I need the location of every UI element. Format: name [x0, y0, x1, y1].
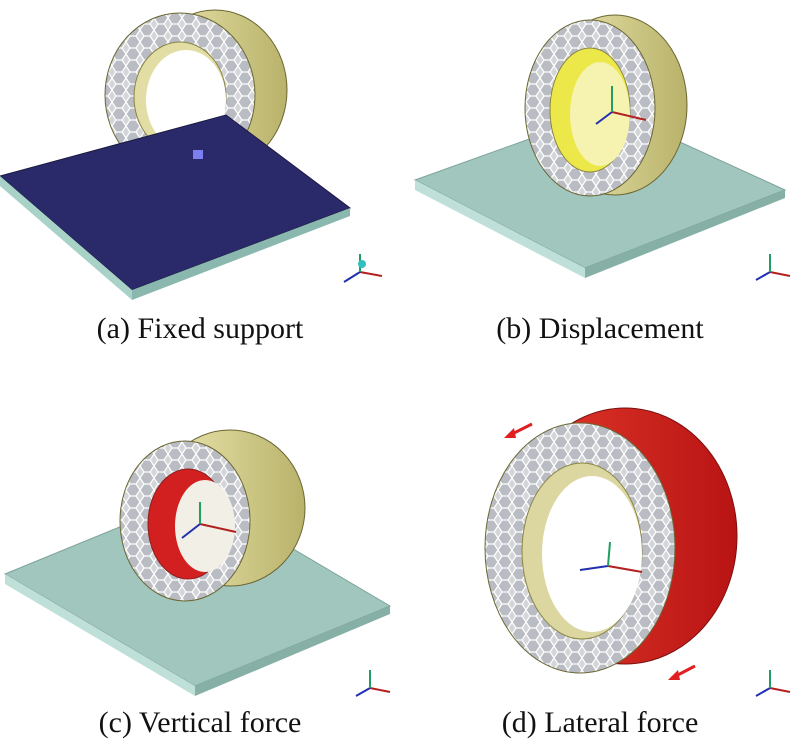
triad-axis-icon [343, 254, 383, 283]
ground-plate-icon [0, 114, 352, 300]
triad-axis-icon [579, 541, 643, 573]
triad-axis-icon [355, 670, 391, 697]
triad-axis-icon [595, 86, 647, 125]
panel-fixed-support [0, 0, 400, 376]
panel-displacement [400, 0, 800, 376]
ring-tire-model-icon [524, 14, 688, 197]
triad-axis-icon [755, 254, 791, 281]
caption-lateral-force: (d) Lateral force [501, 706, 699, 739]
ring-tire-model-icon [484, 407, 738, 674]
caption-vertical-force: (c) Vertical force [98, 706, 302, 739]
force-arrow-icon [504, 422, 696, 680]
caption-fixed-support: (a) Fixed support [96, 312, 304, 345]
triad-axis-icon [181, 502, 237, 539]
panel-vertical-force [0, 376, 400, 752]
caption-displacement: (b) Displacement [496, 312, 704, 345]
ring-tire-model-icon [119, 429, 306, 602]
panel-lateral-force [400, 376, 800, 752]
triad-axis-icon [755, 670, 791, 697]
